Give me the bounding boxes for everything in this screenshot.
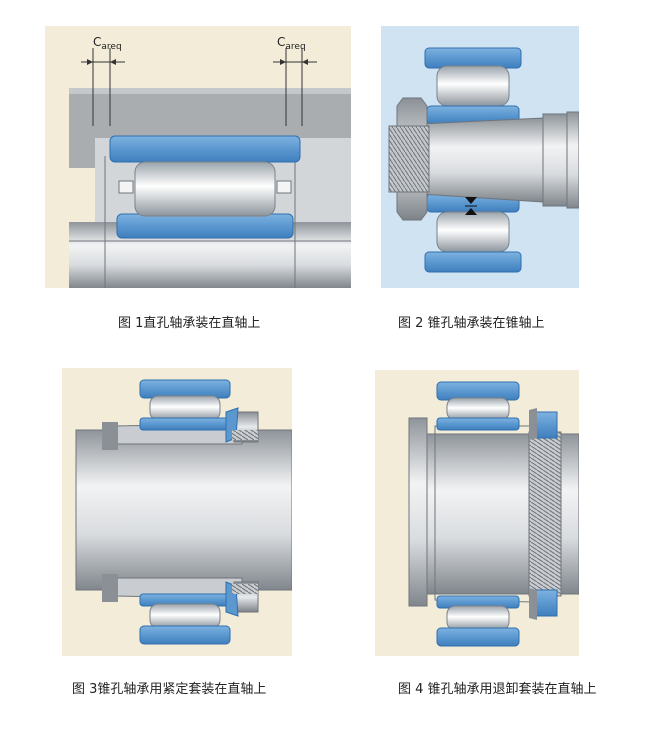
outer-ring-top: [424, 47, 522, 69]
figure-4: [375, 370, 579, 656]
outer-ring-top: [436, 381, 520, 401]
roller-bottom: [436, 211, 510, 253]
tapered-shaft: [420, 117, 544, 203]
withdrawal-nut-top: [534, 411, 558, 439]
figure-2-caption: 图 2 锥孔轴承装在锥轴上: [398, 316, 545, 331]
figure-2-drawing: [381, 26, 579, 288]
figure-4-drawing: [375, 370, 579, 656]
figure-3-caption: 图 3锥孔轴承用紧定套装在直轴上: [72, 682, 267, 697]
outer-ring-bottom: [436, 627, 520, 647]
roller-top: [436, 65, 510, 107]
outer-ring-top: [139, 379, 231, 399]
roller-top: [446, 397, 510, 421]
roller: [134, 161, 276, 217]
roller-top: [149, 395, 221, 421]
roller-bottom: [149, 603, 221, 629]
clearance-label-left: Careq: [93, 35, 122, 52]
inner-ring: [116, 213, 294, 239]
outer-ring: [109, 135, 301, 163]
figure-1-caption: 图 1直孔轴承装在直轴上: [118, 316, 261, 331]
figure-4-caption: 图 4 锥孔轴承用退卸套装在直轴上: [398, 682, 597, 697]
figure-3: [62, 368, 292, 656]
withdrawal-nut-bottom: [534, 589, 558, 617]
figure-1: Careq Careq: [45, 26, 351, 288]
roller-bottom: [446, 605, 510, 631]
figure-3-drawing: [62, 368, 292, 656]
drive-up-arrow: [465, 197, 477, 204]
figure-2: [381, 26, 579, 288]
clearance-label-right: Careq: [277, 35, 306, 52]
outer-ring-bottom: [424, 251, 522, 273]
shaft: [75, 429, 292, 591]
thread: [388, 125, 430, 193]
outer-ring-bottom: [139, 625, 231, 645]
withdrawal-sleeve-thread: [528, 431, 562, 597]
figure-1-drawing: Careq Careq: [45, 26, 351, 288]
